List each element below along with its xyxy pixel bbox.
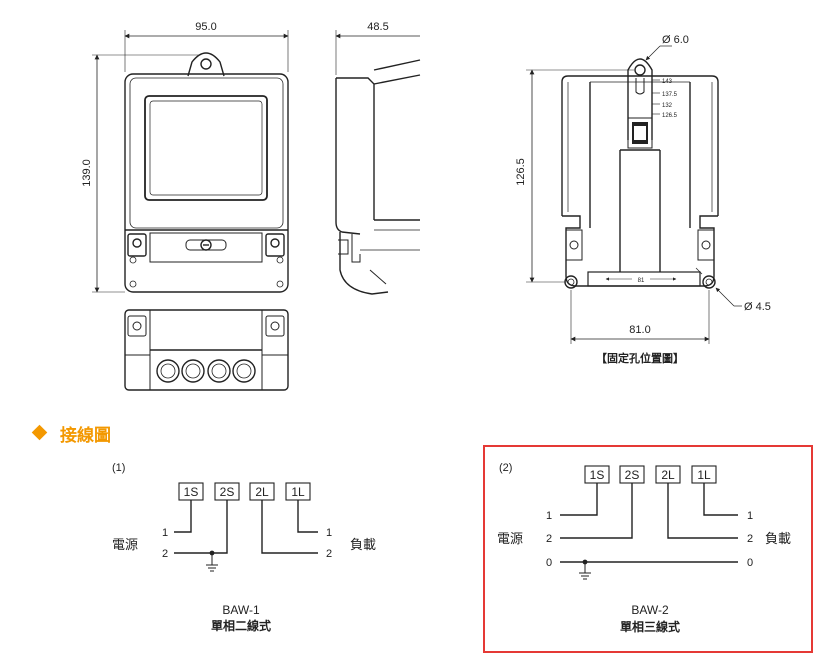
terminal-2s: 2S: [220, 485, 235, 499]
front-width-label: 95.0: [195, 21, 216, 33]
side-view: [335, 30, 421, 295]
front-height-label: 139.0: [81, 159, 93, 187]
back-hole-label: Ø 6.0: [662, 34, 689, 46]
load2-line-1: 1: [747, 510, 753, 522]
source-line-2: 2: [162, 548, 168, 560]
bottom-view: [124, 309, 289, 391]
back-view: [526, 45, 742, 344]
load-label: 負載: [350, 538, 376, 553]
source-label: 電源: [112, 538, 138, 553]
load-line-2: 2: [326, 548, 332, 560]
section-title: 接線圖: [60, 425, 111, 446]
fix-hole-caption: 【固定孔位置圖】: [596, 351, 684, 365]
terminal2-1l: 1L: [697, 468, 711, 482]
diagram1-number: (1): [112, 462, 125, 474]
wiring-diagram-1: (1) 1S 2S 2L 1L 電源 1 2 1 2 負載 BAW-1 單相二線…: [112, 462, 376, 633]
terminal-1s: 1S: [184, 485, 199, 499]
back-height-label: 126.5: [515, 158, 527, 186]
source2-line-0: 0: [546, 557, 552, 569]
side-depth-label: 48.5: [367, 21, 388, 33]
diagram2-number: (2): [499, 462, 512, 474]
scale-mark-4: 126.5: [662, 113, 678, 119]
source2-line-1: 1: [546, 510, 552, 522]
scale-mark-1: 143: [662, 79, 673, 85]
source2-line-2: 2: [546, 533, 552, 545]
back-width-label: 81.0: [629, 324, 650, 336]
load-label-2: 負載: [765, 532, 791, 547]
inner-width-label: 81: [638, 278, 645, 284]
terminal2-1s: 1S: [590, 468, 605, 482]
terminal2-2l: 2L: [661, 468, 675, 482]
load2-line-2: 2: [747, 533, 753, 545]
scale-mark-2: 137.5: [662, 92, 678, 98]
diagram1-model: BAW-1: [222, 603, 260, 617]
diagram2-description: 單相三線式: [620, 619, 680, 634]
diagram2-model: BAW-2: [631, 603, 669, 617]
highlight-frame: [483, 445, 813, 653]
diagram1-description: 單相二線式: [211, 618, 271, 633]
source-label-2: 電源: [497, 532, 523, 547]
terminal2-2s: 2S: [625, 468, 640, 482]
source-line-1: 1: [162, 527, 168, 539]
front-view: [92, 30, 289, 293]
load2-line-0: 0: [747, 557, 753, 569]
terminal-2l: 2L: [255, 485, 269, 499]
scale-mark-3: 132: [662, 103, 673, 109]
bottom-hole-label: Ø 4.5: [744, 301, 771, 313]
wiring-diagram-2: (2) 1S 2S 2L 1L 電源 1 2 0 1 2 0 負載: [497, 462, 791, 634]
diamond-icon: [31, 424, 48, 441]
load-line-1: 1: [326, 527, 332, 539]
terminal-1l: 1L: [291, 485, 305, 499]
